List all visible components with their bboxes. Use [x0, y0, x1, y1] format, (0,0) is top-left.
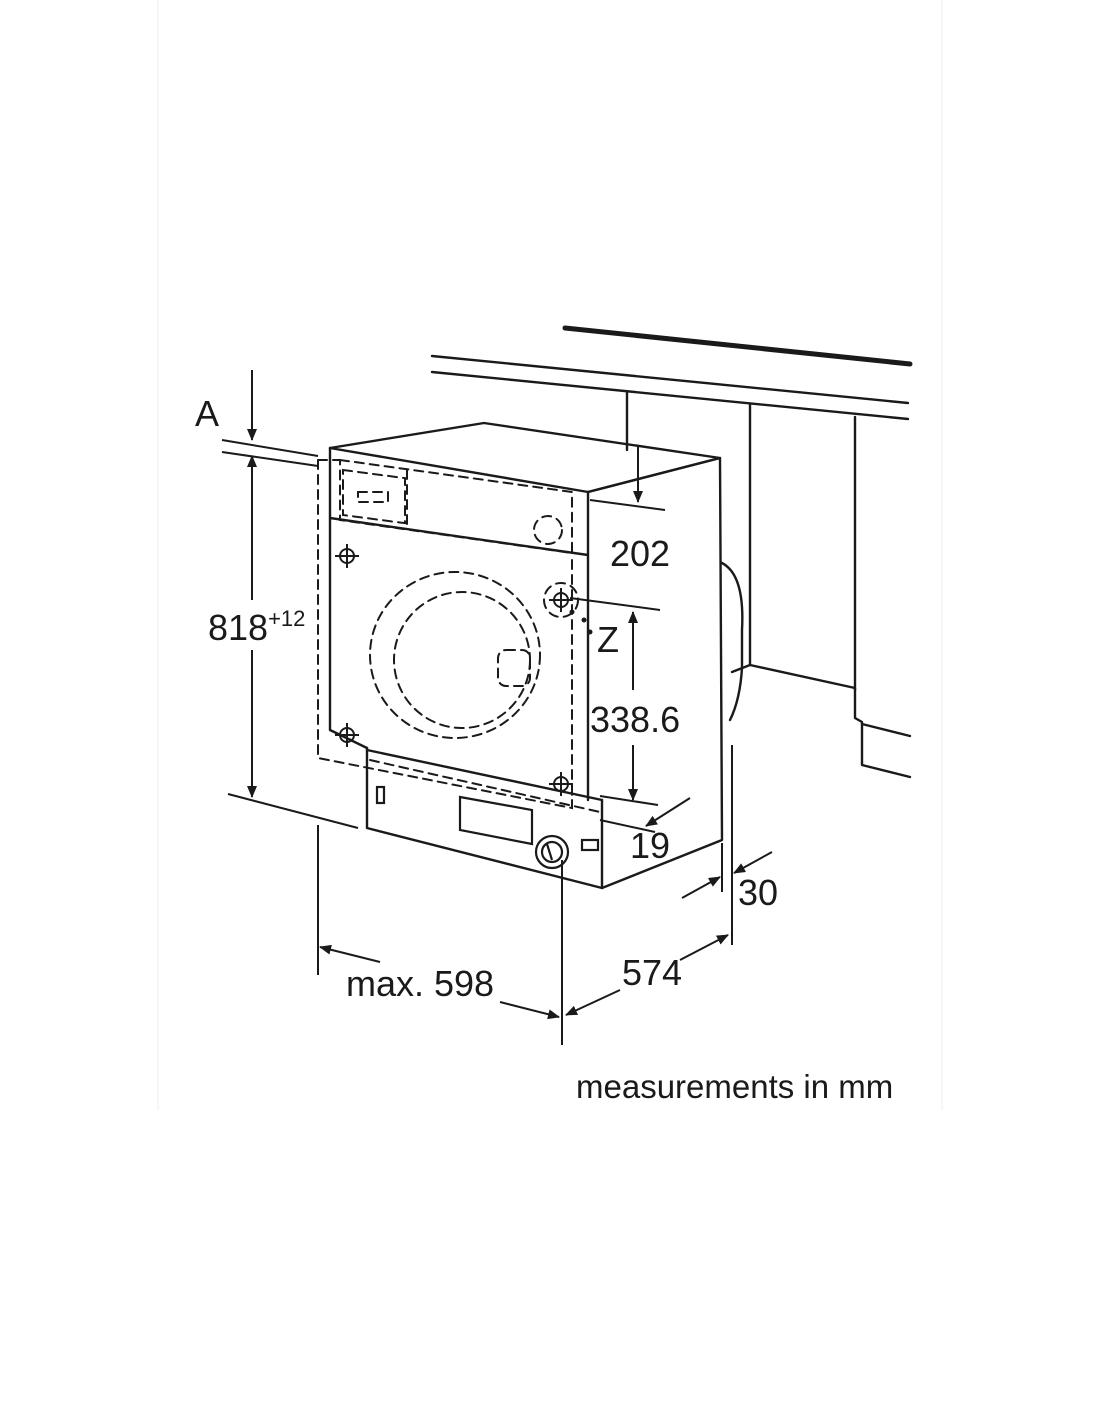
plinth-line [860, 722, 912, 738]
control-panel-outline [339, 458, 573, 555]
machine-top-face [328, 421, 722, 494]
program-knob [533, 515, 563, 545]
dim-202-top-ext [589, 499, 666, 511]
fixing-point-bottom-right [549, 772, 573, 796]
fixing-point-bottom-left [335, 723, 359, 747]
base-panel-line [369, 759, 601, 813]
label-338: 338.6 [590, 699, 680, 740]
drain-pump-inner [540, 840, 564, 864]
label-z: Z [597, 619, 619, 660]
label-width: max. 598 [346, 963, 494, 1004]
label-a: A [195, 393, 219, 434]
label-202: 202 [610, 533, 670, 574]
drain-pump-outer [534, 834, 570, 870]
machine-front-outline [328, 446, 369, 750]
dim-19-ext [599, 819, 656, 833]
label-height: 818+12 [208, 606, 305, 648]
label-30: 30 [738, 872, 778, 913]
door-inner-ring [393, 591, 531, 729]
dim-height-bottom-ext [227, 793, 359, 829]
worktop-front-bottom [430, 370, 910, 421]
dim-height-top-ext [221, 451, 319, 467]
label-height-base: 818 [208, 607, 268, 648]
plinth-indicator [375, 785, 386, 805]
label-height-tolerance: +12 [268, 606, 305, 631]
label-574: 574 [622, 952, 682, 993]
plinth-flap [458, 795, 534, 846]
dim-338-top-ext [569, 597, 661, 611]
z-marker-dots [569, 609, 593, 635]
dim-574-arrow-left [565, 989, 621, 1016]
dim-30-arrow-left [681, 876, 721, 899]
units-caption: measurements in mm [576, 1068, 893, 1105]
dim-30-arrow-right [733, 851, 773, 874]
fixing-point-top-left [335, 544, 359, 568]
fixing-points [335, 544, 573, 796]
worktop-front-top [430, 354, 910, 405]
dim-574-arrow-right [679, 934, 729, 961]
dim-19-arrow [645, 797, 691, 827]
drawer-handle [357, 491, 389, 503]
door-handle [497, 649, 531, 687]
plinth-recess [730, 663, 912, 779]
machine-right-face [586, 456, 724, 890]
plinth-box [365, 746, 604, 890]
detergent-drawer [342, 468, 406, 525]
fixing-point-right [549, 588, 573, 612]
worktop-back-edge [562, 325, 913, 367]
dim-width-arrow-right [499, 1001, 560, 1020]
label-19: 19 [630, 825, 670, 866]
dim-a-extension [221, 439, 319, 457]
rear-hose [720, 561, 744, 722]
hose-outlet [580, 838, 600, 852]
door-outer-ring [369, 571, 541, 739]
dim-338-bottom-ext [599, 795, 659, 806]
drain-pump-slot [545, 843, 554, 861]
dim-width-arrow-left [319, 944, 381, 963]
niche-outline-left [317, 459, 573, 810]
